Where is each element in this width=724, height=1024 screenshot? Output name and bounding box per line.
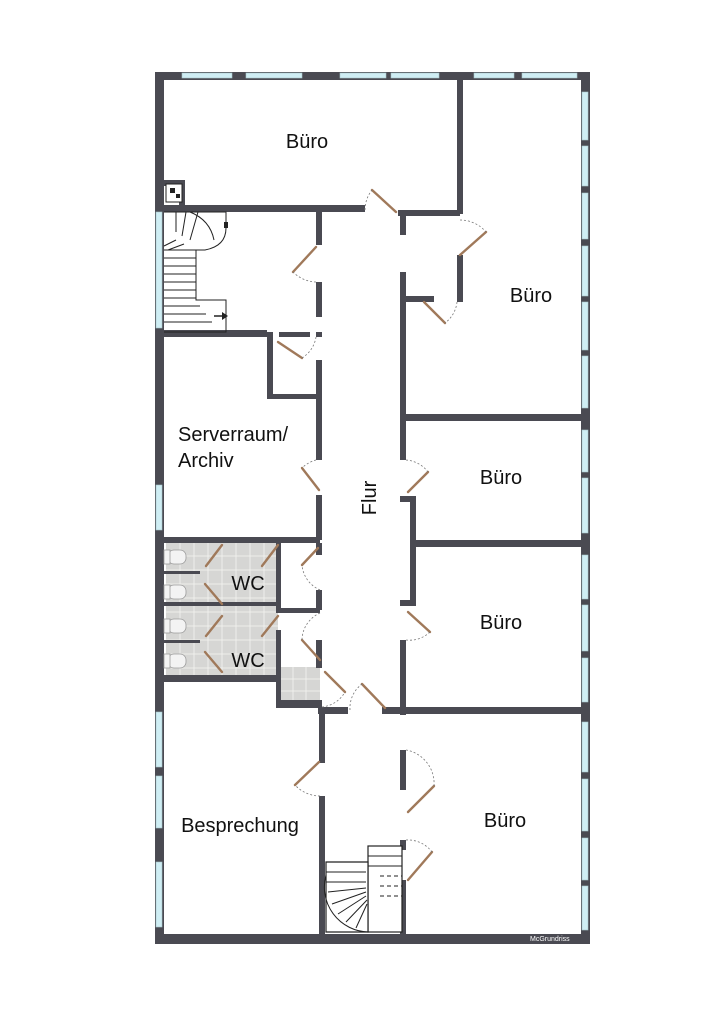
- room-label-wc-lower: WC: [231, 650, 264, 672]
- room-label-buero-right-mid2: Büro: [480, 612, 522, 634]
- doors: [203, 188, 488, 882]
- niche-detail: [165, 183, 183, 203]
- room-labels: Büro Büro Serverraum/ Archiv Büro Büro W…: [178, 131, 552, 837]
- room-label-server-line1: Serverraum/: [178, 424, 288, 446]
- windows: [155, 72, 589, 931]
- room-label-besprechung: Besprechung: [181, 815, 299, 837]
- upper-staircase: [163, 211, 228, 333]
- brand-watermark: McGrundriss: [530, 936, 570, 943]
- room-label-buero-right-mid1: Büro: [480, 467, 522, 489]
- room-label-wc-upper: WC: [231, 573, 264, 595]
- room-label-buero-right-upper: Büro: [510, 285, 552, 307]
- wc-fixtures: [163, 549, 187, 669]
- room-label-buero-top: Büro: [286, 131, 328, 153]
- room-label-flur: Flur: [359, 480, 381, 515]
- room-label-server-line2: Archiv: [178, 450, 234, 472]
- lower-staircase: [323, 845, 403, 933]
- room-label-buero-right-lower: Büro: [484, 810, 526, 832]
